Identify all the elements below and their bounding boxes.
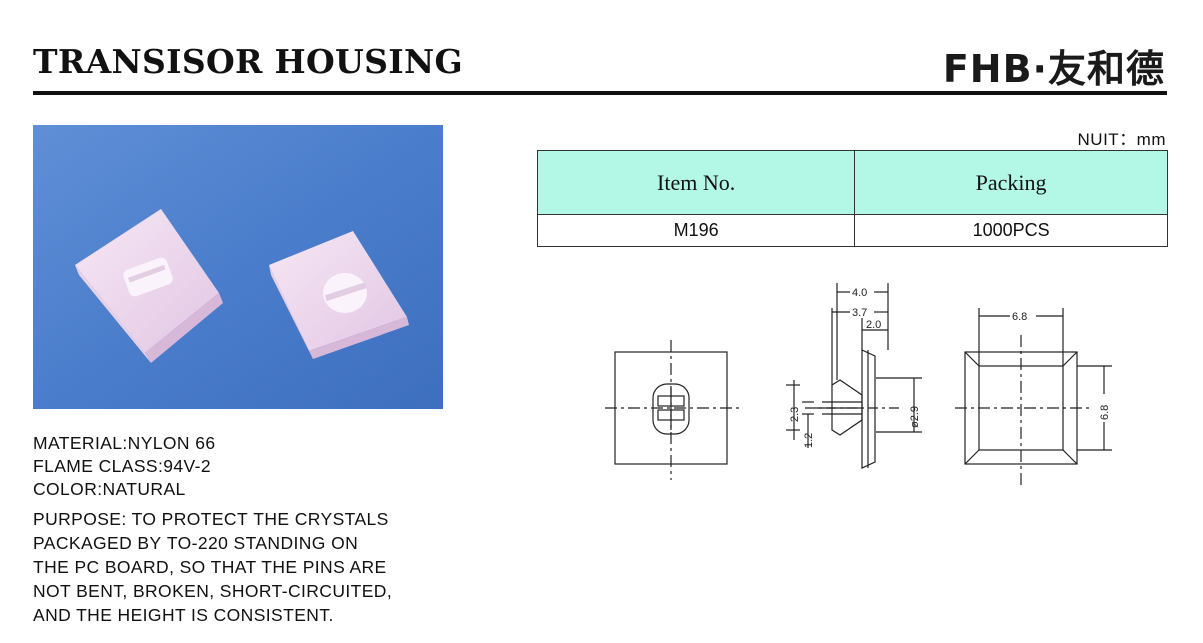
housing-right	[269, 231, 409, 359]
purpose-line: AND THE HEIGHT IS CONSISTENT.	[33, 605, 334, 625]
unit-label: NUIT：mm	[1077, 130, 1166, 149]
purpose-text: PURPOSE: TO PROTECT THE CRYSTALS PACKAGE…	[33, 507, 453, 627]
spec-color: COLOR:NATURAL	[33, 479, 186, 499]
page-title: TRANSISOR HOUSING	[33, 42, 463, 81]
header-divider	[33, 91, 1167, 95]
header-item-no: Item No.	[536, 150, 856, 215]
dim-2-3: 2.3	[789, 407, 801, 422]
spec-flame-class: FLAME CLASS:94V-2	[33, 456, 211, 476]
dim-width-6-8: 6.8	[1012, 311, 1027, 323]
material-specs: MATERIAL:NYLON 66 FLAME CLASS:94V-2 COLO…	[33, 432, 216, 501]
spec-material: MATERIAL:NYLON 66	[33, 433, 216, 453]
purpose-line: THE PC BOARD, SO THAT THE PINS ARE	[33, 557, 387, 577]
purpose-line: NOT BENT, BROKEN, SHORT-CIRCUITED,	[33, 581, 393, 601]
housing-left	[75, 209, 223, 363]
dim-2-0: 2.0	[866, 319, 881, 331]
table-header-row: Item No. Packing	[536, 150, 1168, 215]
front-view	[605, 340, 742, 480]
dim-diameter-2-9: ø2.9	[909, 406, 921, 428]
item-table: Item No. Packing M196 1000PCS	[536, 150, 1168, 247]
dim-3-7: 3.7	[852, 307, 867, 319]
dim-1-2: 1.2	[803, 433, 815, 448]
cell-item-no: M196	[536, 214, 856, 247]
cell-packing: 1000PCS	[854, 214, 1168, 247]
side-view: 4.0 3.7 2.0 2.3 1.2 ø2.9	[786, 283, 922, 469]
purpose-line: PACKAGED BY TO-220 STANDING ON	[33, 533, 359, 553]
brand-logo: FHB·友和德	[942, 47, 1165, 91]
dim-height-6-8: 6.8	[1099, 405, 1111, 420]
dim-4-0: 4.0	[852, 287, 867, 299]
product-photo	[33, 125, 443, 409]
header-packing: Packing	[854, 150, 1168, 215]
table-row: M196 1000PCS	[536, 214, 1168, 247]
top-view: 6.8 6.8	[955, 308, 1112, 485]
purpose-line: PURPOSE: TO PROTECT THE CRYSTALS	[33, 509, 389, 529]
technical-drawings: 4.0 3.7 2.0 2.3 1.2 ø2.9	[605, 283, 1112, 485]
